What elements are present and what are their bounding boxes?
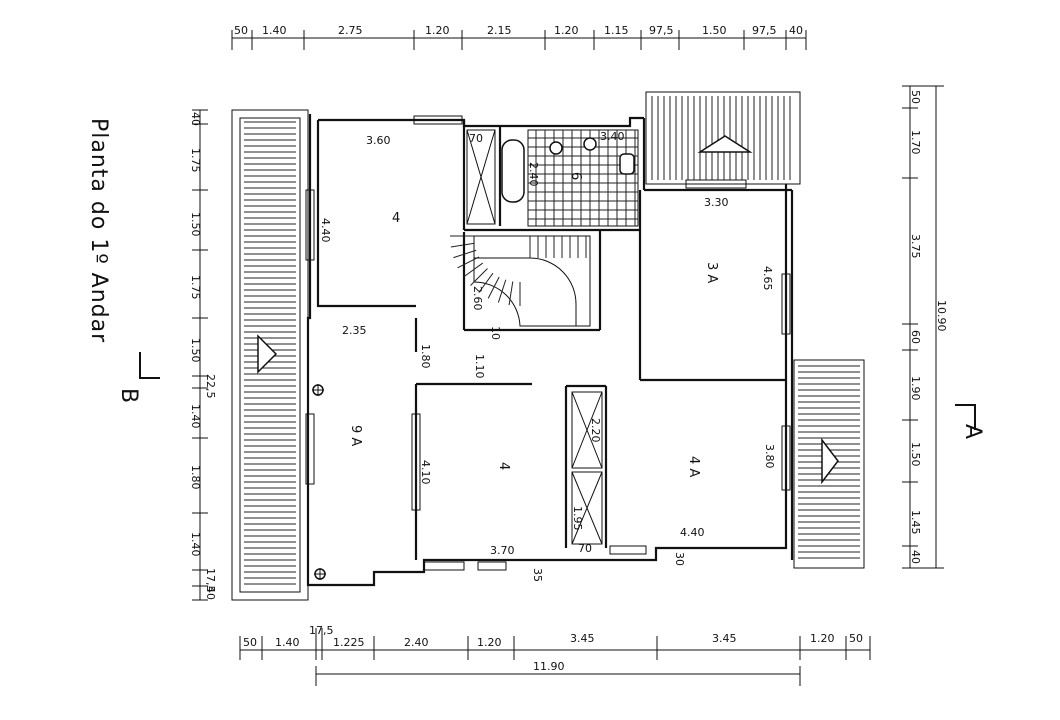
windows xyxy=(305,115,791,571)
room-dim-9: 10 xyxy=(489,326,502,340)
room-dim-10: 1.10 xyxy=(473,354,486,379)
right-dim-6: 1.45 xyxy=(909,510,922,535)
bottom-dim-1: 1.40 xyxy=(275,636,300,649)
top-dimension-line: 50 1.40 2.75 1.20 2.15 1.20 1.15 97,5 1.… xyxy=(231,24,807,50)
left-dim-5: 22,5 xyxy=(204,374,217,399)
room-dim-17: 70 xyxy=(578,542,592,555)
bottom-dimension-line: 50 1.40 17,5 1.225 2.40 1.20 3.45 3.45 1… xyxy=(239,624,871,686)
top-dim-2: 2.75 xyxy=(338,24,363,37)
top-dim-9: 97,5 xyxy=(752,24,777,37)
bottom-dim-5: 1.20 xyxy=(477,636,502,649)
bottom-dim-6: 3.45 xyxy=(570,632,595,645)
top-dim-8: 1.50 xyxy=(702,24,727,37)
room-dim-8: 2.60 xyxy=(471,286,484,311)
bottom-dim-3: 1.225 xyxy=(333,636,365,649)
room-dim-13: 4.10 xyxy=(419,460,432,485)
left-dim-1: 1.75 xyxy=(189,148,202,173)
left-dim-2: 1.50 xyxy=(189,212,202,237)
bottom-dim-8: 1.20 xyxy=(810,632,835,645)
top-dim-4: 2.15 xyxy=(487,24,512,37)
room-dim-20: 30 xyxy=(673,552,686,566)
bathtub-icon xyxy=(501,139,525,203)
room-dim-21: 35 xyxy=(531,568,544,582)
interior-walls xyxy=(414,120,786,560)
room-dim-4: 2.40 xyxy=(527,162,540,187)
section-mark-a: A xyxy=(955,404,985,439)
right-dim-0: 50 xyxy=(909,90,922,104)
left-dim-10: 40 xyxy=(204,586,217,600)
top-dim-6: 1.15 xyxy=(604,24,629,37)
right-dimension-line: 50 1.70 3.75 60 1.90 1.50 1.45 40 10.90 xyxy=(902,85,948,569)
room-dim-2: 4.40 xyxy=(319,218,332,243)
room-label-4: 4 xyxy=(496,462,511,470)
room-dim-6: 3.30 xyxy=(704,196,729,209)
room-dim-15: 2.20 xyxy=(589,418,602,443)
room-dim-18: 3.80 xyxy=(763,444,776,469)
right-dim-5: 1.50 xyxy=(909,442,922,467)
right-total: 10.90 xyxy=(935,300,948,332)
room-dim-14: 3.70 xyxy=(490,544,515,557)
bottom-total: 11.90 xyxy=(533,660,565,673)
room-label-6: 6 xyxy=(568,172,583,180)
top-dim-1: 1.40 xyxy=(262,24,287,37)
bottom-dim-7: 3.45 xyxy=(712,632,737,645)
room-dim-16: 1.95 xyxy=(571,506,584,531)
toilet-icon xyxy=(549,141,563,155)
right-dim-3: 60 xyxy=(909,330,922,344)
left-dim-8: 1.40 xyxy=(189,532,202,557)
room-dim-3: 70 xyxy=(469,132,483,145)
room-dim-19: 4.40 xyxy=(680,526,705,539)
top-right-balcony xyxy=(645,91,801,185)
sink-icon xyxy=(619,153,635,175)
top-dim-0: 50 xyxy=(234,24,248,37)
room-label-2: 3 A xyxy=(704,262,719,283)
room-dim-11: 2.35 xyxy=(342,324,367,337)
left-dim-9: 17,5 xyxy=(204,568,217,593)
bathroom-tiles xyxy=(501,129,639,227)
room-label-1: 4 xyxy=(392,211,400,226)
room-dim-1: 3.60 xyxy=(366,134,391,147)
right-balcony xyxy=(793,359,865,569)
closets xyxy=(466,129,603,545)
top-dim-10: 40 xyxy=(789,24,803,37)
left-dim-0: 40 xyxy=(189,112,202,126)
section-mark-b-label: B xyxy=(116,388,141,403)
room-label-5: 4 A xyxy=(686,456,701,477)
left-balcony xyxy=(231,109,309,601)
left-dimension-line: 40 1.75 1.50 1.75 1.50 22,5 1.40 1.80 1.… xyxy=(189,109,217,601)
room-dim-7: 4.65 xyxy=(761,266,774,291)
right-dim-4: 1.90 xyxy=(909,376,922,401)
right-dim-1: 1.70 xyxy=(909,130,922,155)
right-dim-7: 40 xyxy=(909,550,922,564)
left-dim-6: 1.40 xyxy=(189,404,202,429)
top-dim-3: 1.20 xyxy=(425,24,450,37)
staircase xyxy=(450,235,591,327)
columns xyxy=(312,384,326,580)
right-dim-2: 3.75 xyxy=(909,234,922,259)
room-label-3: 9 A xyxy=(348,425,363,446)
top-dim-7: 97,5 xyxy=(649,24,674,37)
plan-title: Planta do 1º Andar xyxy=(86,118,111,343)
bottom-dim-2: 17,5 xyxy=(309,624,334,637)
section-mark-a-label: A xyxy=(960,424,985,439)
bottom-dim-9: 50 xyxy=(849,632,863,645)
bottom-dim-4: 2.40 xyxy=(404,636,429,649)
section-mark-b: B xyxy=(116,352,160,403)
bidet-icon xyxy=(583,137,597,151)
left-dim-7: 1.80 xyxy=(189,465,202,490)
left-dim-4: 1.50 xyxy=(189,338,202,363)
top-dim-5: 1.20 xyxy=(554,24,579,37)
room-dim-12: 1.80 xyxy=(419,344,432,369)
exterior-walls xyxy=(306,114,794,587)
bottom-dim-0: 50 xyxy=(243,636,257,649)
left-dim-3: 1.75 xyxy=(189,275,202,300)
room-dim-5: 3.40 xyxy=(600,130,625,143)
